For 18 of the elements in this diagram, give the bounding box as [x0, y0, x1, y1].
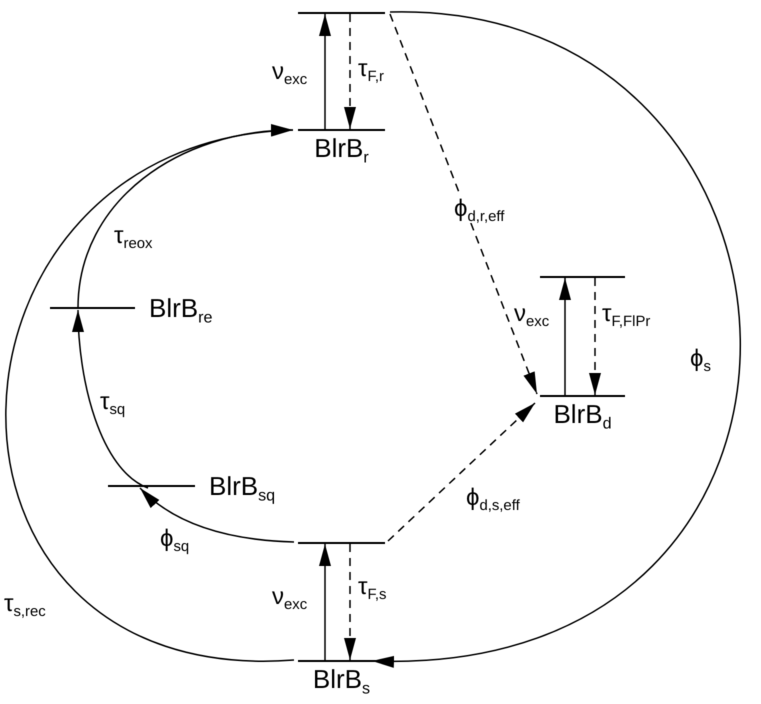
- state-label: BlrB$_{r}$: [314, 133, 369, 163]
- arrow: [344, 544, 356, 660]
- arrow: [5, 127, 294, 661]
- state-label: BlrB$_{re}$: [149, 293, 212, 323]
- arrow: [319, 14, 331, 129]
- arrow: [139, 487, 294, 543]
- arrow: [319, 544, 331, 660]
- energy-level: [298, 129, 385, 163]
- state-label: BlrB$_{s}$: [312, 664, 370, 694]
- arrow: [389, 14, 538, 394]
- arrow: [559, 278, 571, 395]
- arrow: [344, 14, 356, 129]
- edge-label: ϕ$_{d,r,eff}$: [452, 195, 506, 223]
- arrow: [387, 402, 536, 542]
- arrow: [72, 310, 148, 489]
- arrow: [589, 278, 601, 395]
- energy-level: [540, 395, 625, 429]
- state-label: BlrB$_{d}$: [553, 399, 612, 429]
